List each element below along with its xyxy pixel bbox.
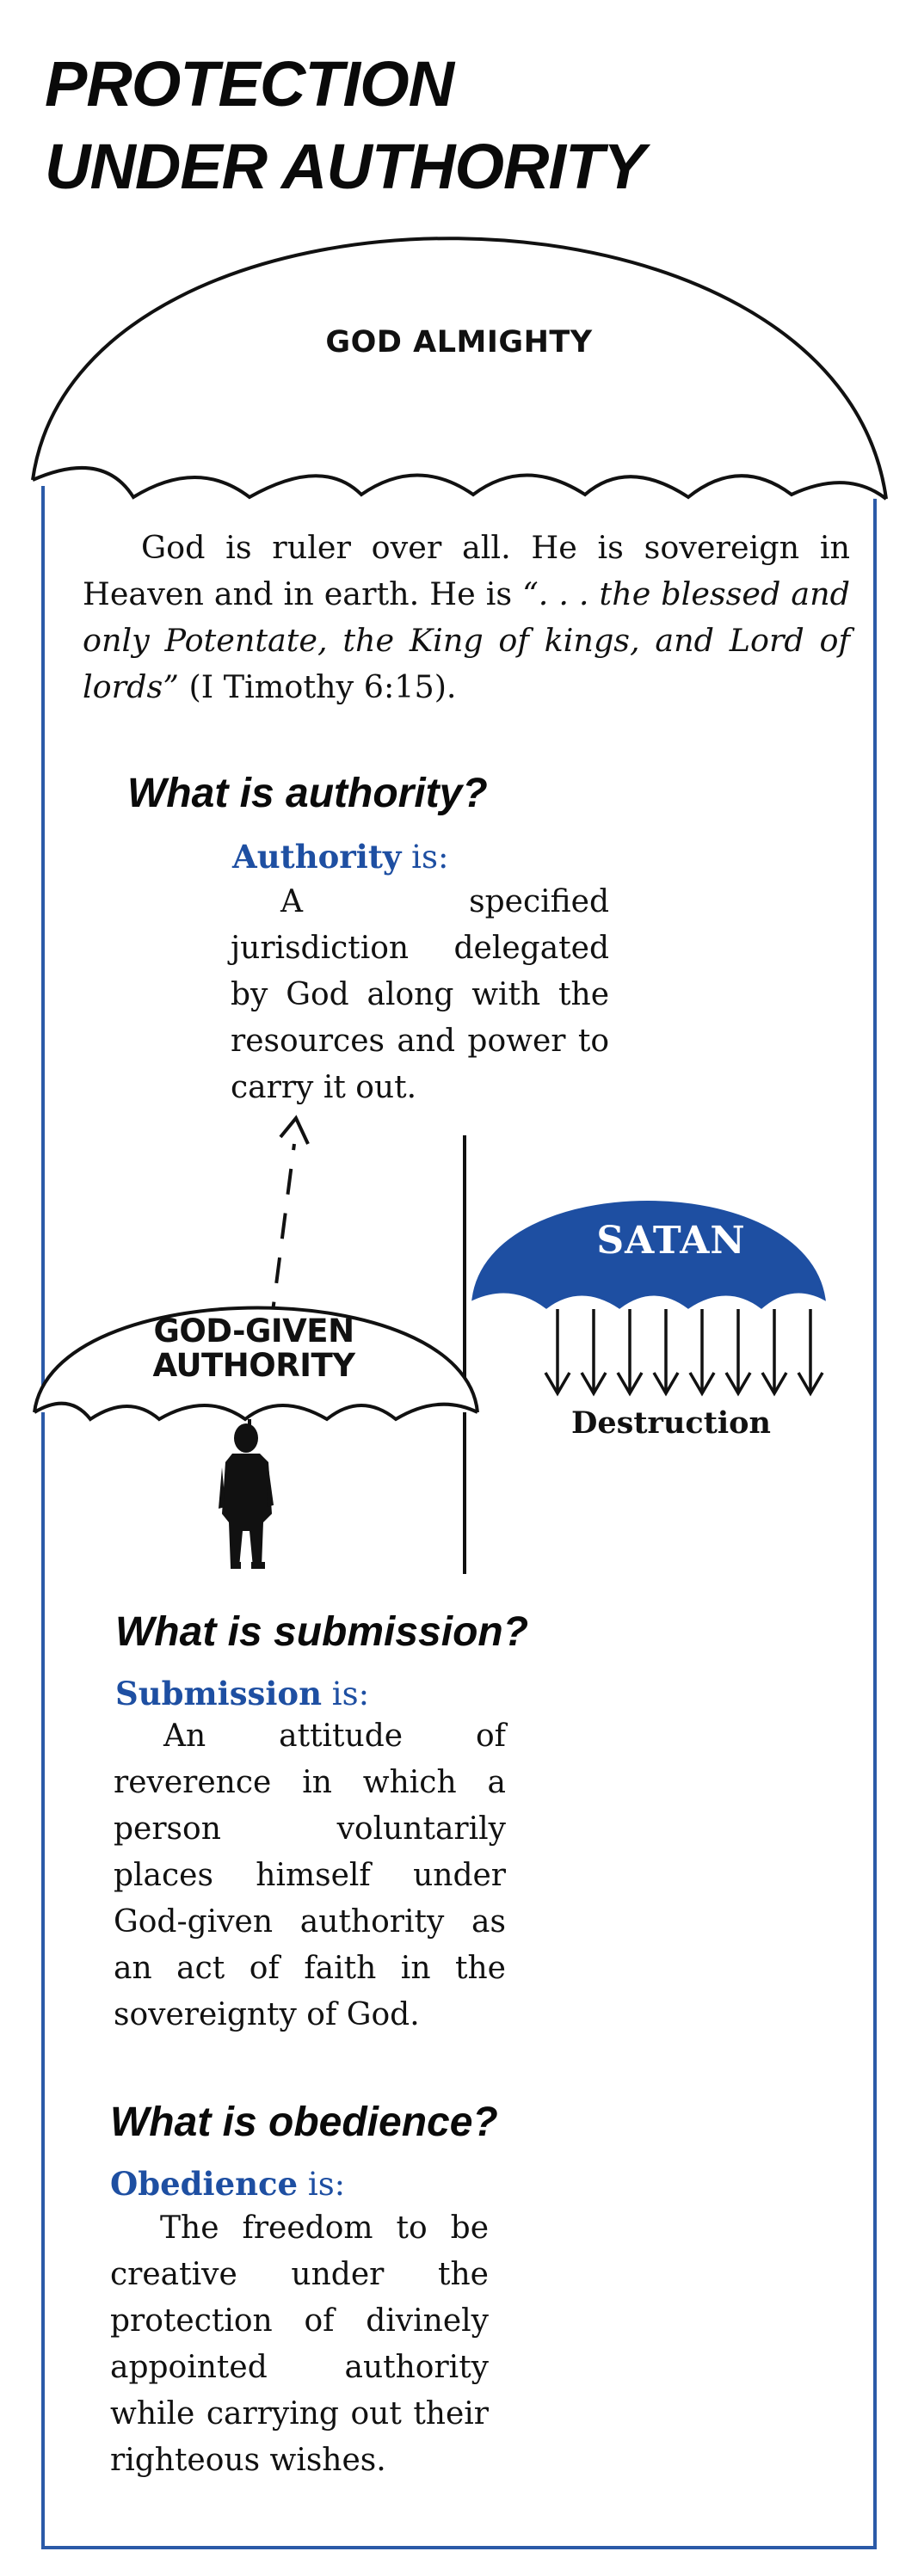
authority-term: Authority bbox=[232, 838, 402, 876]
destruction-label: Destruction bbox=[571, 1405, 771, 1441]
authority-question: What is authority? bbox=[127, 771, 488, 816]
title-line-2: UNDER AUTHORITY bbox=[45, 131, 646, 202]
obedience-term-line: Obedience is: bbox=[110, 2163, 345, 2205]
submission-term-line: Submission is: bbox=[115, 1673, 369, 1715]
submission-question: What is submission? bbox=[115, 1609, 529, 1655]
god-given-umbrella-canopy bbox=[33, 1306, 479, 1413]
down-arrow-icon bbox=[797, 1309, 824, 1397]
god-given-label-line-2: AUTHORITY bbox=[152, 1347, 356, 1384]
down-arrow-icon bbox=[761, 1309, 788, 1397]
obedience-question: What is obedience? bbox=[110, 2100, 498, 2145]
obedience-term-suffix: is: bbox=[298, 2166, 346, 2203]
authority-term-line: Authority is: bbox=[232, 836, 448, 878]
down-arrow-icon bbox=[652, 1309, 680, 1397]
submission-term: Submission bbox=[115, 1675, 322, 1712]
down-arrow-icon bbox=[580, 1309, 607, 1397]
god-given-label-line-1: GOD-GIVEN bbox=[153, 1313, 354, 1349]
god-almighty-label: GOD ALMIGHTY bbox=[325, 325, 593, 360]
submission-term-suffix: is: bbox=[322, 1675, 370, 1712]
title-line-1: PROTECTION bbox=[45, 48, 454, 120]
authority-definition: A specified jurisdiction delegated by Go… bbox=[231, 884, 609, 1105]
satan-label: SATAN bbox=[596, 1219, 746, 1263]
god-umbrella-canopy bbox=[31, 237, 888, 500]
intro-quote: “. . . the blessed and only Potentate, t… bbox=[83, 575, 850, 705]
obedience-definition: The freedom to be creative under the pro… bbox=[110, 2210, 489, 2478]
dashed-up-arrow-icon bbox=[263, 1115, 310, 1373]
obedience-term: Obedience bbox=[110, 2165, 299, 2203]
intro-text: God is ruler over all. He is sovereign i… bbox=[83, 529, 850, 612]
authority-term-suffix: is: bbox=[401, 839, 449, 876]
god-given-authority-label: GOD-GIVEN AUTHORITY bbox=[129, 1314, 379, 1383]
protection-frame bbox=[41, 486, 877, 2549]
god-umbrella-scallops bbox=[32, 465, 888, 501]
god-given-umbrella-scallops bbox=[33, 1401, 478, 1422]
down-arrow-icon bbox=[724, 1309, 752, 1397]
satan-umbrella-canopy bbox=[471, 1201, 826, 1309]
page-title: PROTECTION UNDER AUTHORITY bbox=[45, 43, 646, 208]
down-arrow-icon bbox=[688, 1309, 716, 1397]
intro-reference: (I Timothy 6:15). bbox=[178, 668, 457, 705]
down-arrow-icon bbox=[544, 1309, 571, 1397]
down-arrow-icon bbox=[616, 1309, 644, 1397]
standing-man-icon bbox=[219, 1423, 274, 1569]
submission-definition: An attitude of reverence in which a pers… bbox=[114, 1718, 506, 2032]
intro-paragraph: God is ruler over all. He is sovereign i… bbox=[83, 525, 850, 710]
destruction-arrows bbox=[544, 1309, 824, 1397]
